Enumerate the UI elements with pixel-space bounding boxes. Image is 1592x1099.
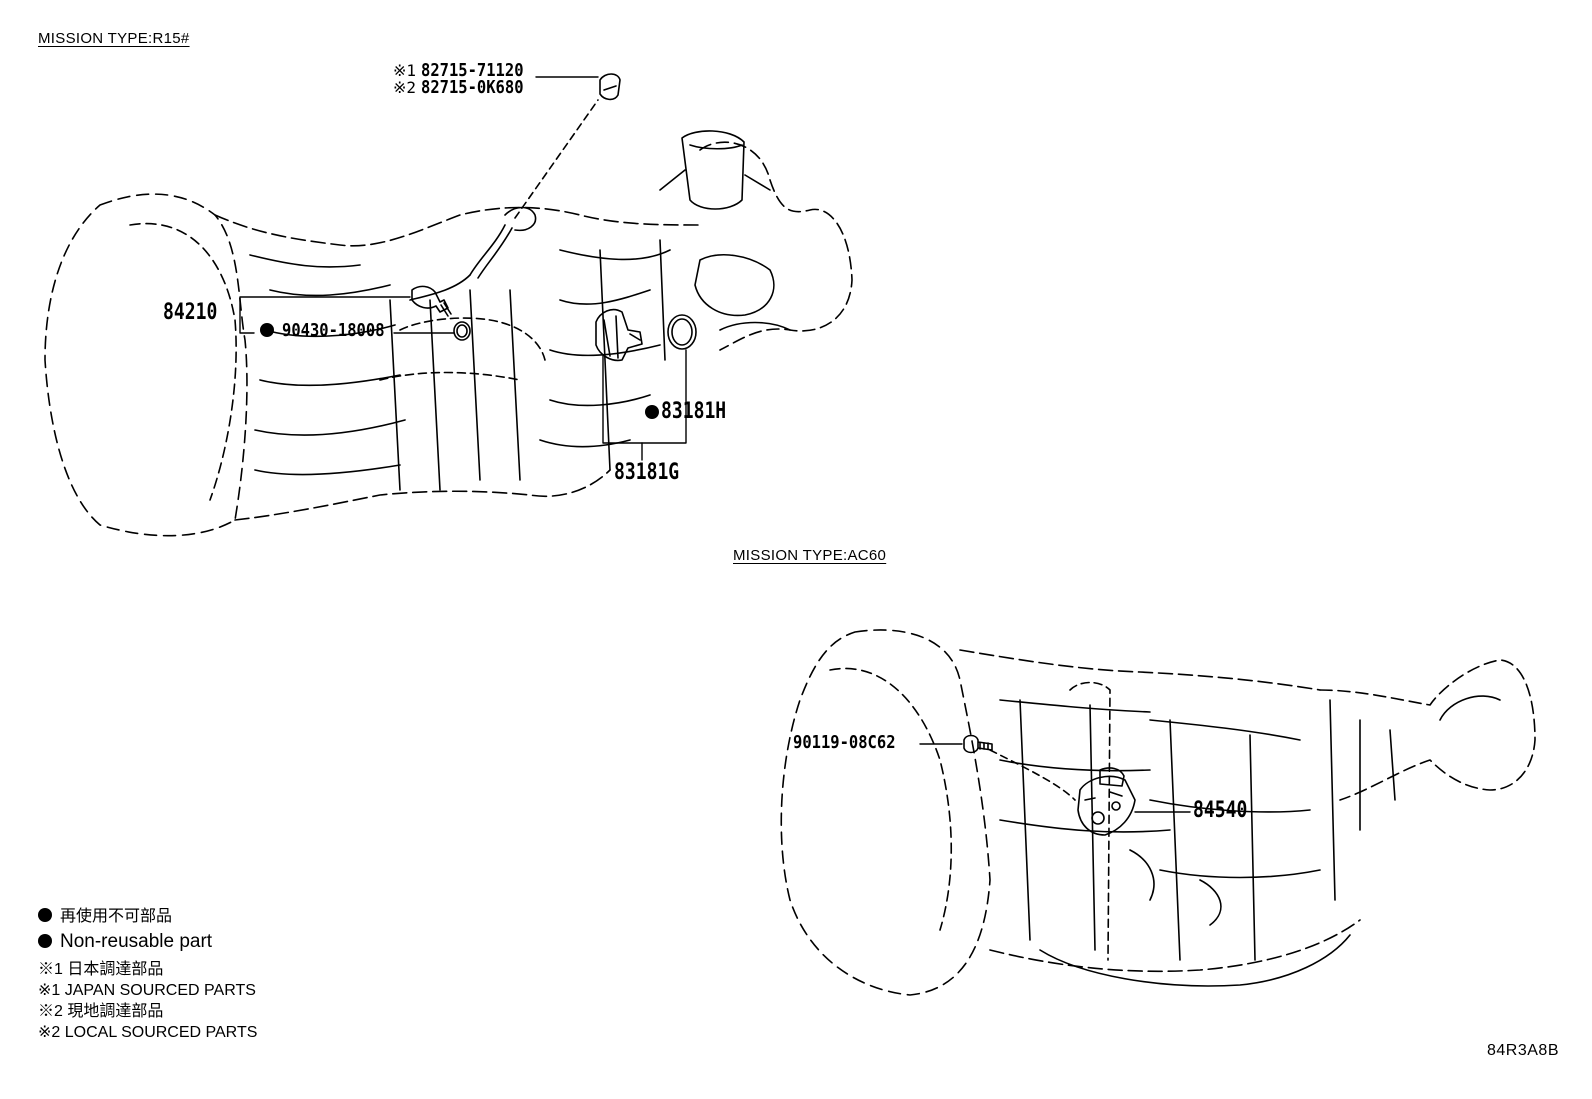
part-number-82715-0K680: 82715-0K680	[421, 77, 524, 98]
r15-bell-housing	[44, 193, 248, 537]
transmission-ac60-drawing	[780, 629, 1536, 996]
ac60-extension	[1319, 659, 1536, 801]
part-label-90119-08C62[interactable]: 90119-08C62	[793, 732, 896, 753]
part-number-82715-71120: 82715-71120	[421, 60, 524, 81]
r15-extension	[699, 141, 853, 351]
legend-note1-en: ※1 JAPAN SOURCED PARTS	[38, 982, 256, 999]
r15-clamp-leader	[514, 99, 599, 219]
part-label-82715-1[interactable]: ※1 82715-71120	[393, 62, 540, 80]
part-label-84210[interactable]: 84210	[163, 300, 218, 325]
ac60-leader-lines	[919, 743, 1191, 813]
r15-case-bottom	[234, 469, 611, 521]
part-number-83181H: 83181H	[661, 399, 727, 424]
diagram-code: 84R3A8B	[1487, 1042, 1559, 1059]
r15-shift-tower	[681, 130, 745, 210]
clamp-82715	[599, 73, 621, 101]
filled-circle-icon	[38, 934, 52, 948]
part-label-83181H[interactable]: 83181H	[645, 401, 740, 423]
filled-circle-icon	[38, 908, 52, 922]
part-label-82715-2[interactable]: ※2 82715-0K680	[393, 79, 540, 97]
switch-84540	[1077, 775, 1136, 836]
ac60-bell-inner	[829, 667, 953, 931]
legend-non-reusable-jp: 再使用不可部品	[38, 908, 172, 925]
r15-harness	[469, 224, 513, 279]
r15-leader-lines	[239, 76, 687, 461]
transmission-r15-drawing	[44, 73, 853, 537]
legend-non-reusable-en: Non-reusable part	[38, 932, 212, 951]
oring-83181H	[667, 314, 697, 350]
legend-note2-jp: ※2 現地調達部品	[38, 1003, 164, 1020]
ac60-pan	[1039, 934, 1351, 987]
section-title-ac60: MISSION TYPE:AC60	[733, 547, 887, 564]
r15-case-top	[214, 206, 701, 247]
part-number-90430-18008: 90430-18008	[282, 320, 385, 341]
ref-mark-1: ※1	[393, 61, 417, 80]
filled-circle-icon	[260, 323, 274, 337]
legend-note2-en: ※2 LOCAL SOURCED PARTS	[38, 1024, 258, 1041]
legend-note1-jp: ※1 日本調達部品	[38, 961, 164, 978]
ac60-case-bottom	[989, 919, 1361, 973]
filled-circle-icon	[645, 405, 659, 419]
section-title-r15: MISSION TYPE:R15#	[38, 30, 190, 47]
part-label-83181G[interactable]: 83181G	[614, 460, 680, 485]
part-label-84540[interactable]: 84540	[1193, 798, 1248, 823]
ac60-bell-housing	[780, 629, 991, 996]
r15-bell-inner	[129, 222, 237, 501]
ref-mark-2: ※2	[393, 78, 417, 97]
oring-90430	[453, 321, 471, 341]
part-label-90430-18008[interactable]: 90430-18008	[260, 322, 401, 340]
sensor-83181	[595, 308, 643, 362]
bolt-90119	[963, 734, 993, 754]
ac60-case-top	[959, 649, 1321, 691]
